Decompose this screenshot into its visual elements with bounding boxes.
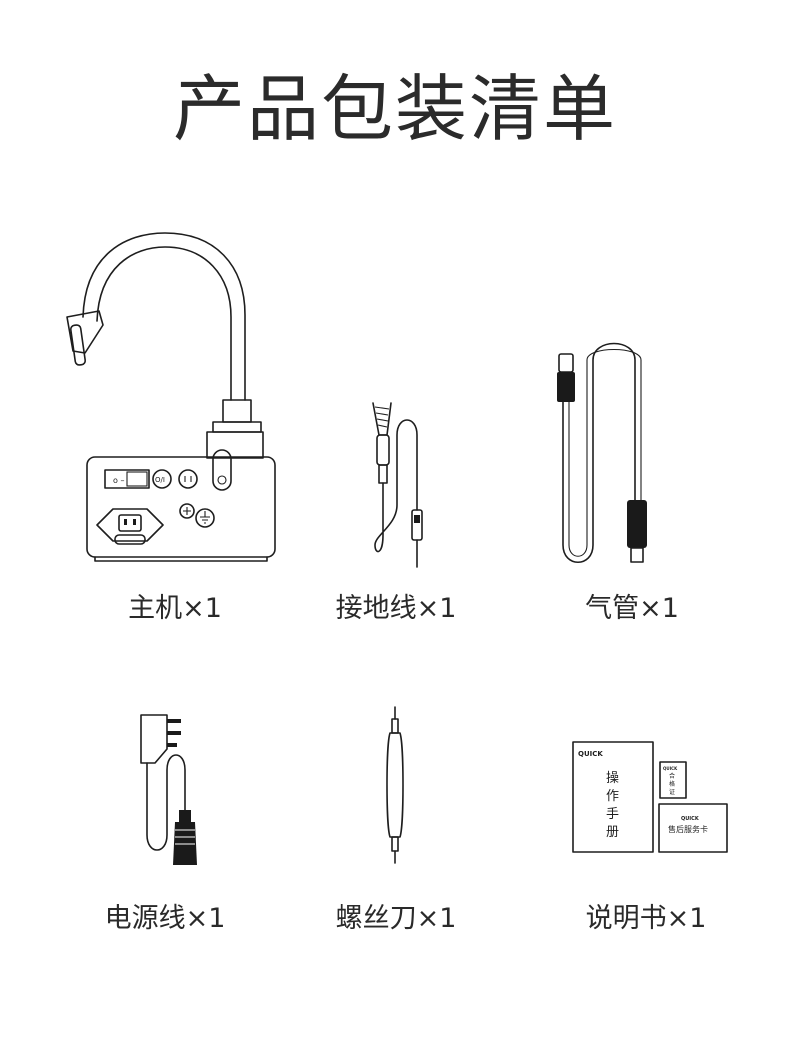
certificate-char-2: 格 [669,780,675,788]
power-cable [146,754,186,851]
clip-teeth [374,406,390,428]
hose-fitting [630,547,644,563]
manual-brand: QUICK [578,750,603,758]
hose-inner [568,348,642,557]
item-air-hose [545,340,665,572]
item-label-main-unit: 主机×1 [128,593,222,624]
item-label-screwdriver: 螺丝刀×1 [335,903,457,934]
ground-cable [374,419,418,553]
gooseneck-outer [82,232,246,401]
plug-prong-1 [167,719,181,723]
banana-plug [411,509,423,541]
power-switch-rocker [126,471,148,487]
ground-mark [200,511,210,524]
ground-terminal-plus [179,503,195,519]
gooseneck-inner [96,246,232,401]
item-screwdriver [370,705,420,870]
clip-grip [378,464,388,484]
inlet-pin-2 [133,519,136,525]
service-card-title: 售后服务卡 [668,824,708,834]
screwdriver-handle [386,732,404,838]
item-label-power-cord: 电源线×1 [104,903,226,934]
ac-inlet [118,514,142,532]
manual-booklet [572,741,654,853]
knob-dot [217,475,227,485]
booklet-char-4: 册 [606,825,619,840]
screwdriver-shaft-bottom [391,836,399,852]
item-ground-wire [335,395,455,575]
neck-base [206,431,264,459]
unit-foot [94,556,268,562]
item-label-air-hose: 气管×1 [585,593,679,624]
screwdriver-illustration [386,706,404,864]
service-card [658,803,728,853]
page-title: 产品包装清单 [172,67,617,151]
service-card-brand: QUICK [681,816,700,822]
item-manual: QUICK 操 作 手 册 QUICK 合 格 证 QUICK 售后服务卡 [568,738,733,858]
item-label-ground-wire: 接地线×1 [335,593,457,624]
item-power-cord [115,705,225,875]
main-unit-illustration: o – O/I [66,232,276,562]
item-main-unit: o – O/I [55,225,295,570]
plug-band [414,515,420,523]
plus-mark [183,507,191,515]
booklet-char-1: 操 [606,770,619,786]
certificate-char-3: 证 [669,789,675,796]
neck-collar [222,399,252,423]
certificate-card [659,761,687,799]
booklet-char-2: 作 [606,789,619,804]
ground-wire-illustration [372,402,423,568]
hose-cap [558,353,574,373]
onoff-label: O/I [155,476,165,484]
inlet-pin-1 [124,519,127,525]
power-cord-illustration [140,714,197,865]
screwdriver-shaft-top [391,718,399,734]
nozzle-tip [69,324,87,366]
power-switch [104,469,150,489]
ac-inlet-frame [96,508,164,542]
clip-sleeve [376,434,390,466]
air-hose-illustration [557,342,647,563]
connector-ridges [175,829,195,845]
plug-prong-2 [167,731,181,735]
adjust-knob [212,449,232,491]
item-label-manual: 说明书×1 [585,903,707,934]
fuse-drawer [114,534,146,545]
certificate-char-1: 合 [669,772,675,780]
booklet-title: 操 作 手 册 [606,770,619,840]
booklet-char-3: 手 [606,807,619,822]
unit-body [86,456,276,558]
ground-terminal [195,508,215,528]
nozzle-holder [66,310,104,354]
plug-prong-3 [167,743,177,747]
certificate-brand: QUICK [663,766,678,771]
onoff-indicator [152,469,172,489]
manual-illustration: QUICK 操 作 手 册 QUICK 合 格 证 QUICK 售后服务卡 [572,741,728,853]
connector-strain-relief [179,810,191,822]
output-socket [178,469,198,489]
switch-marks: o – [113,476,124,485]
hose-connector-top [557,372,575,402]
neck-ring [212,421,262,433]
hose-connector-bottom [627,500,647,548]
wall-plug [140,714,168,764]
hose-outer [562,342,636,563]
